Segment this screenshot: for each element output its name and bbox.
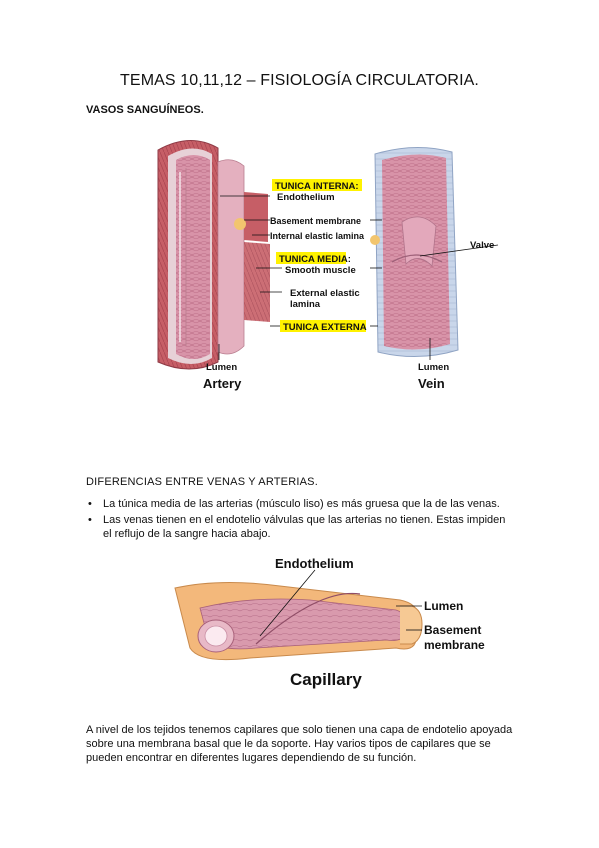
- leader-lines: [218, 195, 499, 360]
- label-vein: Vein: [418, 376, 445, 391]
- label-capillary-endothelium: Endothelium: [275, 556, 354, 571]
- label-basement-membrane: Basement membrane: [270, 216, 361, 226]
- tunica-interna-highlight: [272, 179, 362, 191]
- vessel-comparison-figure: TUNICA INTERNA: Endothelium Basement mem…: [120, 132, 500, 394]
- differences-heading: DIFERENCIAS ENTRE VENAS Y ARTERIAS.: [86, 476, 318, 488]
- capillary-tube: [174, 581, 423, 661]
- label-valve: Valve: [470, 240, 494, 251]
- artery-drawing: [157, 139, 270, 370]
- section-subtitle: VASOS SANGUÍNEOS.: [86, 104, 204, 116]
- page-title: TEMAS 10,11,12 – FISIOLOGÍA CIRCULATORIA…: [120, 72, 479, 89]
- label-capillary-lumen: Lumen: [424, 599, 463, 613]
- label-lumen-vein: Lumen: [418, 362, 449, 373]
- tunica-externa-highlight: [280, 320, 366, 332]
- label-artery: Artery: [203, 376, 242, 391]
- vessel-illustration: TUNICA INTERNA: Endothelium Basement mem…: [157, 139, 499, 391]
- label-tunica-media: TUNICA MEDIA:: [279, 254, 351, 265]
- label-tunica-externa: TUNICA EXTERNA: [283, 322, 367, 333]
- label-capillary: Capillary: [290, 670, 362, 689]
- label-smooth-muscle: Smooth muscle: [285, 265, 356, 276]
- label-capillary-basement: Basement: [424, 623, 481, 637]
- label-endothelium: Endothelium: [277, 192, 335, 203]
- differences-list: La túnica media de las arterias (músculo…: [86, 497, 516, 543]
- vein-drawing: [370, 146, 459, 357]
- label-capillary-membrane: membrane: [424, 638, 485, 652]
- capillary-paragraph: A nivel de los tejidos tenemos capilares…: [86, 724, 513, 765]
- capillary-figure: Endothelium Lumen Basement membrane Capi…: [160, 548, 500, 698]
- list-item: Las venas tienen en el endotelio válvula…: [86, 513, 516, 541]
- list-item: La túnica media de las arterias (músculo…: [86, 497, 516, 511]
- label-external-elastic: External elastic: [290, 288, 360, 299]
- label-tunica-interna: TUNICA INTERNA:: [275, 181, 359, 192]
- label-external-elastic-lamina: lamina: [290, 299, 321, 310]
- label-internal-elastic-lamina: Internal elastic lamina: [270, 231, 365, 241]
- tunica-media-highlight: [276, 252, 346, 264]
- capillary-leader-lines: [259, 569, 422, 637]
- capillary-illustration: Endothelium Lumen Basement membrane Capi…: [174, 556, 485, 689]
- label-lumen-artery: Lumen: [206, 362, 237, 373]
